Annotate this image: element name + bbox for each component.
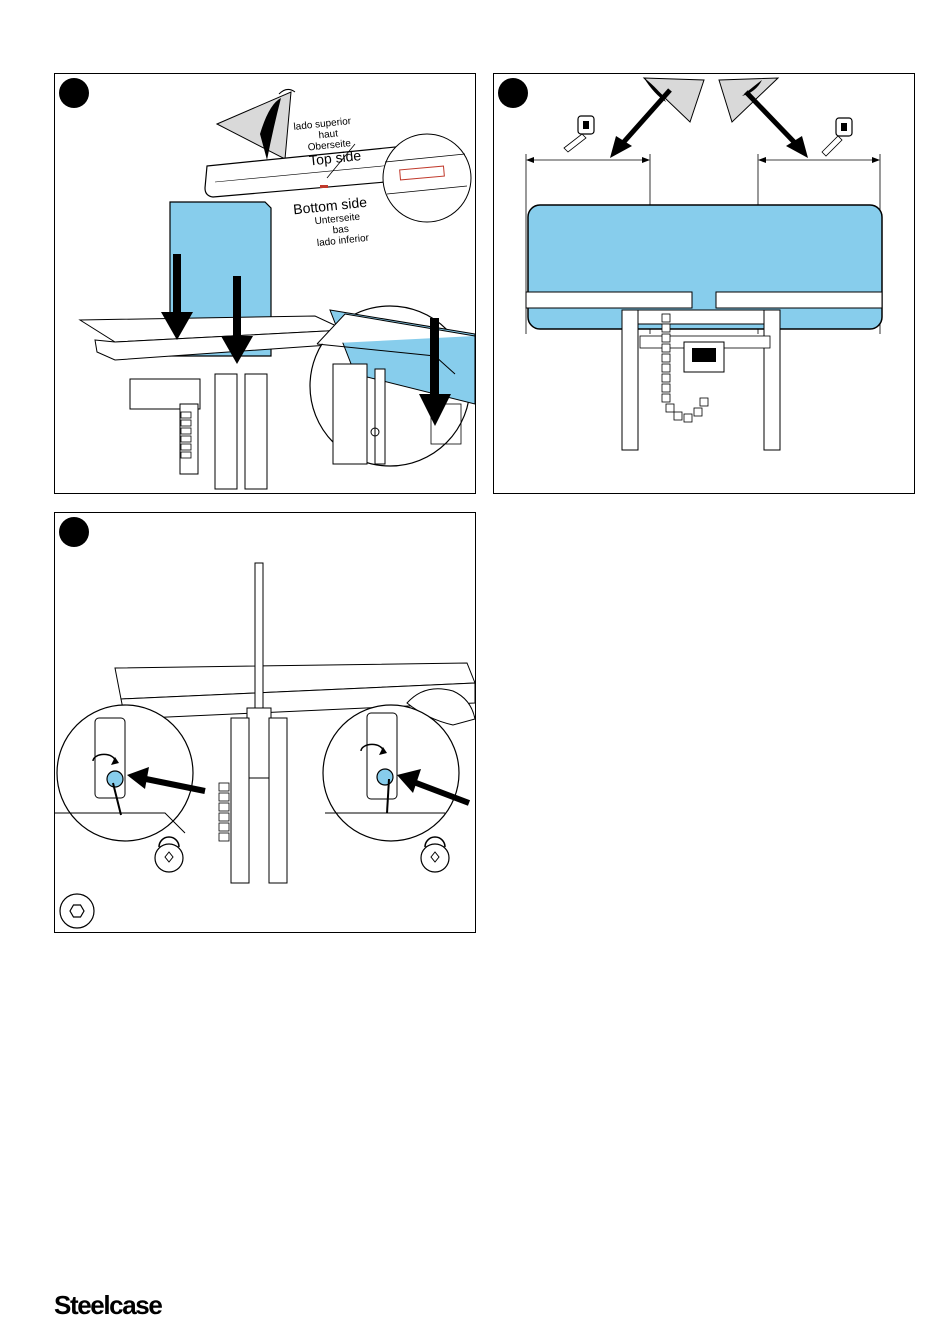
step-3-illustration: [55, 513, 475, 932]
left-tape-measure-icon: [564, 116, 594, 152]
left-padlock-icon: [155, 837, 183, 872]
bottom-side-label-pt: lado inferior: [316, 233, 370, 249]
step-2-panel: [493, 73, 915, 494]
step-1-illustration: lado superior haut Oberseite Top side Bo…: [55, 74, 475, 493]
right-tape-measure-icon: [822, 118, 852, 156]
steelcase-logo: Steelcase: [54, 1290, 161, 1321]
step-2-illustration: [494, 74, 914, 493]
step-3-panel: [54, 512, 476, 933]
hex-key-icon: [60, 894, 94, 928]
right-padlock-icon: [421, 837, 449, 872]
step-1-panel: lado superior haut Oberseite Top side Bo…: [54, 73, 476, 494]
